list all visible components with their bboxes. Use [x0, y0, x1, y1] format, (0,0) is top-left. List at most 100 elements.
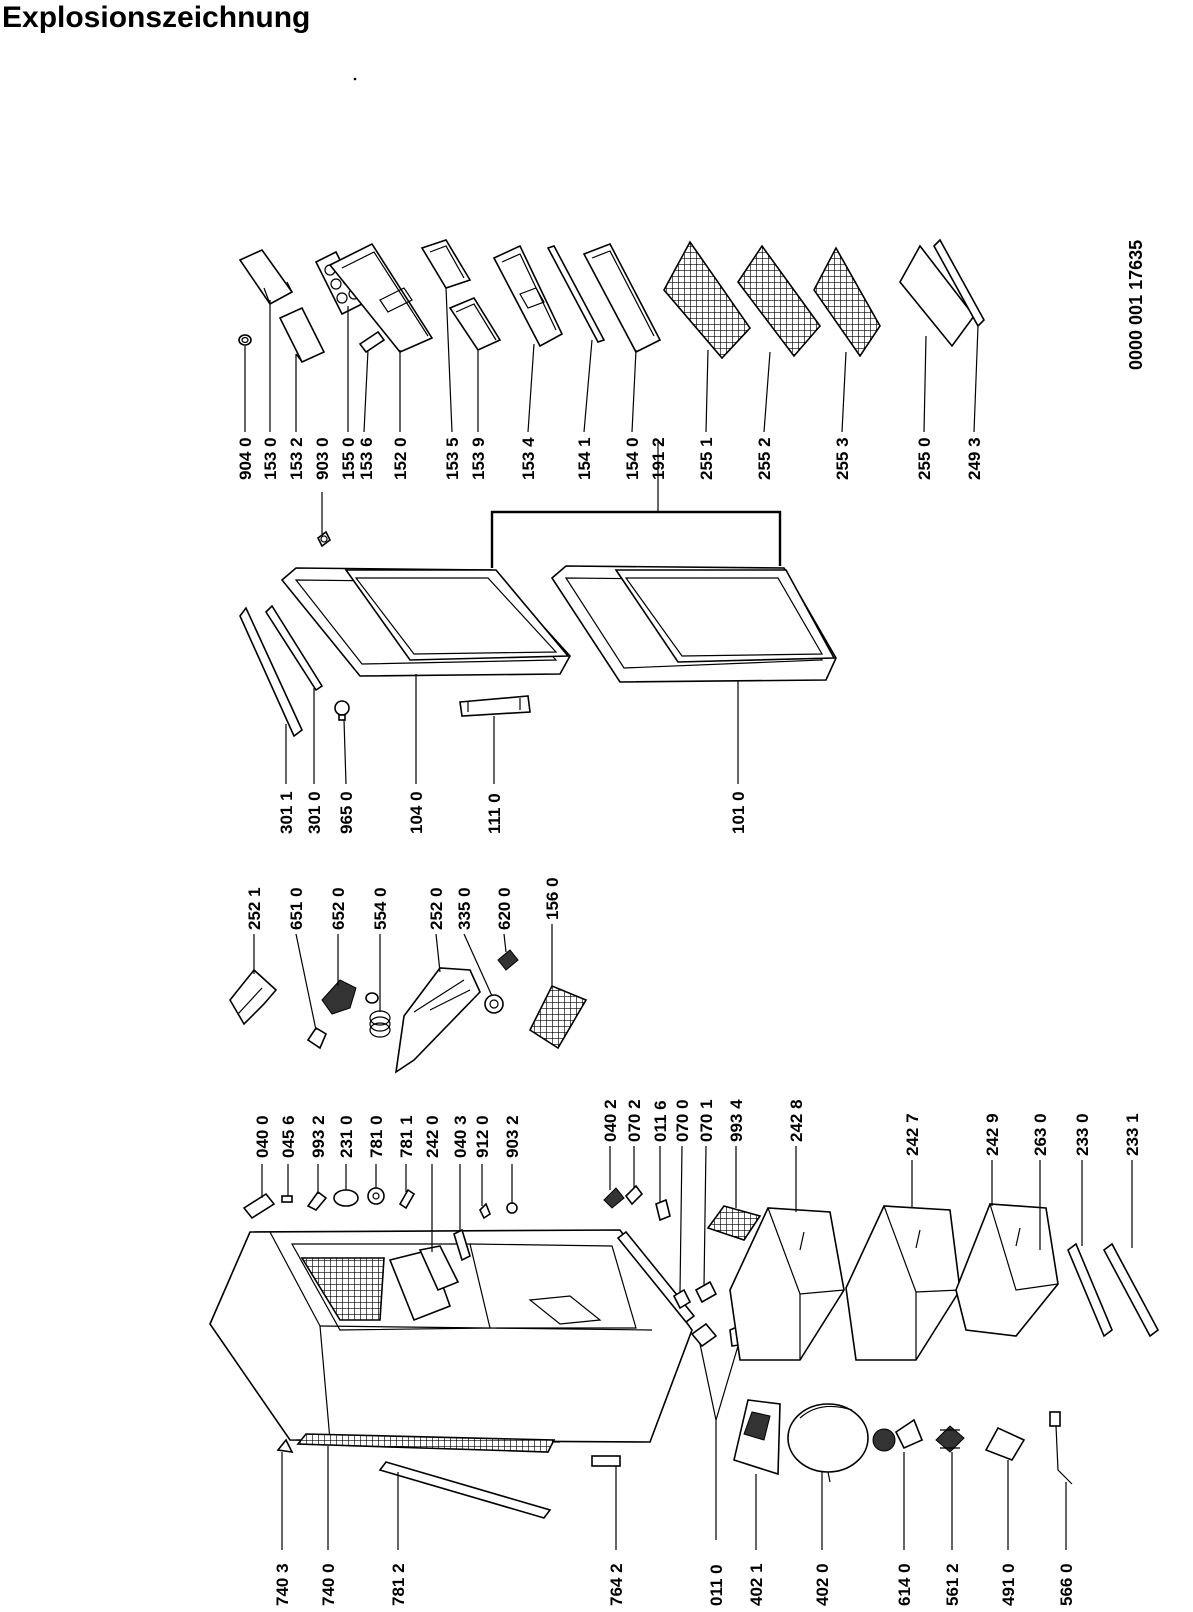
switch-652-0 — [321, 979, 357, 1015]
cover-993-4 — [706, 1205, 762, 1241]
hinge-040-2 — [603, 1187, 625, 1209]
part-label: 011 0 — [707, 1564, 726, 1606]
small-shelf-153-5 — [420, 239, 472, 289]
part-label: 154 1 — [575, 437, 594, 480]
pump-614-0 — [872, 1418, 924, 1452]
pin-764-2 — [591, 1455, 621, 1467]
clip-620-0 — [497, 949, 519, 971]
lamp-651-0 — [306, 1026, 328, 1050]
bottle-shelf-154-0 — [582, 242, 662, 354]
part-label: 242 9 — [983, 1113, 1002, 1156]
part-labels: 904 0 153 0 153 2 903 0 155 0 153 6 152 … — [236, 240, 1146, 1606]
part-label: 111 0 — [485, 793, 504, 834]
small-shelf-153-9 — [448, 296, 502, 352]
hinge-070-1 — [694, 1280, 718, 1304]
plug-965-0 — [334, 700, 350, 721]
shaft-781-1 — [398, 1188, 416, 1210]
bracket-191-2 — [490, 510, 782, 568]
lamp-socket-993-2 — [306, 1190, 328, 1211]
part-label: 070 2 — [625, 1099, 644, 1142]
part-label: 561 2 — [943, 1563, 962, 1606]
part-label: 904 0 — [236, 437, 255, 480]
cover-231-0 — [333, 1189, 359, 1207]
relay-561-2 — [935, 1425, 965, 1453]
base-strip-740-0 — [296, 1433, 556, 1453]
door-104-0 — [280, 567, 571, 677]
hinge-111-0 — [459, 695, 531, 717]
part-label: 153 4 — [519, 437, 538, 480]
part-label: 781 1 — [397, 1115, 416, 1158]
document-number: 0000 001 17635 — [1126, 240, 1146, 370]
drawer-242-8 — [729, 1207, 845, 1361]
fan-housing-040-3 — [453, 1228, 471, 1262]
part-label: 764 2 — [607, 1563, 626, 1606]
part-label: 153 6 — [357, 437, 376, 480]
thermostat-housing-252-0 — [394, 967, 481, 1074]
part-label: 301 1 — [277, 791, 296, 834]
part-label: 233 0 — [1073, 1113, 1092, 1156]
lamp-cover-252-1 — [229, 968, 278, 1026]
part-label: 993 4 — [727, 1099, 746, 1142]
part-label: 301 0 — [305, 791, 324, 834]
door-shelf-152-0 — [328, 242, 434, 353]
drawer-242-7 — [845, 1205, 961, 1361]
part-label: 620 0 — [495, 887, 514, 930]
part-label: 255 1 — [697, 437, 716, 480]
part-label: 993 2 — [309, 1115, 328, 1158]
foot-740-3 — [276, 1438, 294, 1454]
part-label: 040 3 — [451, 1115, 470, 1158]
part-label: 566 0 — [1057, 1563, 1076, 1606]
cover-491-0 — [984, 1426, 1026, 1461]
part-drawings — [209, 238, 1160, 1519]
part-label: 781 2 — [389, 1563, 408, 1606]
part-label: 153 5 — [443, 437, 462, 480]
leader-lines — [244, 287, 1133, 1550]
cable-566-0 — [1049, 1411, 1073, 1485]
cabinet-body — [209, 1229, 696, 1443]
cover-045-6 — [281, 1195, 293, 1203]
part-label: 154 0 — [623, 437, 642, 480]
part-label: 912 0 — [473, 1115, 492, 1158]
rail-233-1 — [1102, 1242, 1160, 1338]
butter-lid-153-0 — [238, 248, 294, 306]
relay-402-1 — [733, 1399, 781, 1476]
part-label: 153 9 — [469, 437, 488, 480]
part-label: 652 0 — [329, 887, 348, 930]
part-label: 252 0 — [427, 887, 446, 930]
egg-cup-904-0 — [238, 334, 252, 346]
screw-912-0 — [479, 1202, 491, 1220]
part-label: 040 2 — [601, 1099, 620, 1142]
part-label: 255 0 — [915, 437, 934, 480]
compressor-402-0 — [787, 1403, 869, 1483]
glass-shelf-255-1 — [663, 240, 752, 360]
screw-903-2 — [506, 1202, 518, 1214]
drawer-242-9 — [955, 1203, 1059, 1337]
hinge-040-0 — [242, 1192, 276, 1220]
part-label: 255 2 — [755, 437, 774, 480]
hinge-070-2 — [624, 1184, 644, 1206]
part-label: 335 0 — [455, 887, 474, 930]
part-label: 242 0 — [423, 1115, 442, 1158]
part-label: 233 1 — [1123, 1113, 1142, 1156]
pin-011-6 — [655, 1198, 671, 1222]
bar-781-2 — [378, 1461, 552, 1519]
part-label: 651 0 — [287, 887, 306, 930]
part-label: 153 0 — [261, 437, 280, 480]
part-label: 101 0 — [729, 791, 748, 834]
part-label: 104 0 — [407, 791, 426, 834]
seal-301-1 — [239, 606, 303, 738]
glass-shelf-255-3 — [813, 246, 881, 358]
part-label: 965 0 — [337, 791, 356, 834]
glass-shelf-255-2 — [737, 244, 822, 358]
part-label: 402 1 — [747, 1563, 766, 1606]
part-label: 040 0 — [253, 1115, 272, 1158]
ice-tray-156-0 — [528, 984, 588, 1050]
door-101-0 — [550, 565, 837, 683]
screw-903-0 — [316, 530, 332, 548]
part-label: 252 1 — [245, 887, 264, 930]
part-label: 554 0 — [371, 887, 390, 930]
part-label: 255 3 — [833, 437, 852, 480]
knob-335-0 — [484, 994, 504, 1014]
part-label: 740 0 — [319, 1563, 338, 1606]
part-label: 153 2 — [287, 437, 306, 480]
